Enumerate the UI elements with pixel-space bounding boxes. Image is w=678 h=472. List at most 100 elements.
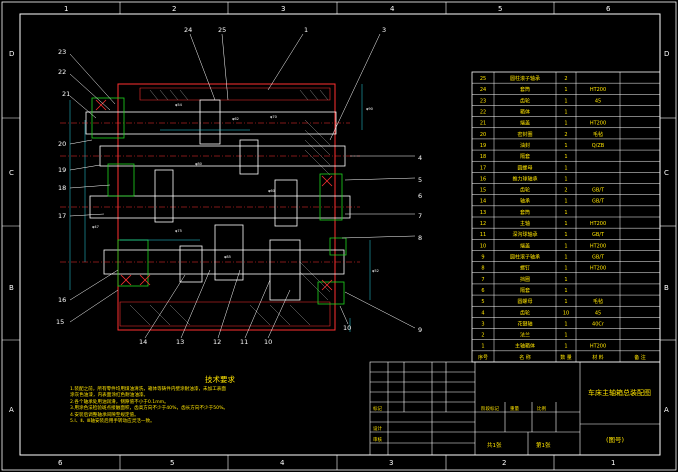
tech-note-line: 4.安装后调整轴承间隙至规定值。 bbox=[70, 412, 139, 418]
bom-cell-qty: 2 bbox=[564, 132, 567, 138]
grid-top-3: 3 bbox=[281, 5, 285, 13]
bom-cell-qty: 2 bbox=[564, 188, 567, 194]
leader-3: 3 bbox=[382, 26, 386, 34]
leader-6: 6 bbox=[418, 192, 422, 200]
dim-text-3: φ70 bbox=[270, 115, 278, 119]
leader-10b: 10 bbox=[343, 324, 351, 332]
bom-cell-qty: 1 bbox=[564, 98, 567, 104]
bom-cell-no: 20 bbox=[480, 132, 486, 138]
tech-note-line: 5.Ⅰ、Ⅱ、Ⅲ轴安装后用手转动应灵活一致。 bbox=[70, 419, 155, 425]
grid-top-6: 6 bbox=[606, 5, 611, 13]
dim-text-8: φ47 bbox=[92, 225, 99, 229]
bom-cell-material: GB/T bbox=[592, 188, 605, 194]
bom-cell-qty: 1 bbox=[564, 143, 567, 149]
tb-mark-label: 标记 bbox=[373, 405, 382, 412]
bom-cell-qty: 1 bbox=[564, 121, 567, 127]
bom-cell-qty: 1 bbox=[564, 288, 567, 294]
dim-text-10: φ90 bbox=[366, 107, 374, 111]
tb-sheet-current: 第1张 bbox=[536, 441, 551, 449]
dim-text-6: φ75 bbox=[175, 229, 182, 233]
leader-22: 22 bbox=[58, 68, 66, 76]
bom-cell-qty: 1 bbox=[564, 321, 567, 327]
leader-1: 1 bbox=[304, 26, 308, 34]
tb-stage-label: 阶段标记 bbox=[481, 405, 499, 412]
bom-cell-no: 3 bbox=[481, 321, 484, 327]
leader-12: 12 bbox=[213, 338, 221, 346]
tech-note-line: 3.用涂色法检验斑点接触面积，齿高方向不少于40%，齿长方向不少于50%。 bbox=[70, 406, 229, 412]
bom-cell-no: 23 bbox=[480, 98, 486, 104]
bom-cell-no: 24 bbox=[480, 87, 486, 93]
bom-cell-name: 圆柱滚子轴承 bbox=[510, 253, 540, 260]
bom-cell-qty: 1 bbox=[564, 344, 567, 350]
bom-cell-no: 11 bbox=[480, 232, 486, 238]
bom-cell-qty: 1 bbox=[564, 333, 567, 339]
technical-requirements: 技术要求 1.装配之前，所有零件均用煤油清洗，箱体等铸件内壁涂耐油漆，未加工表面… bbox=[70, 374, 370, 425]
bom-cell-name: 齿轮 bbox=[520, 309, 530, 316]
grid-right-d: D bbox=[664, 50, 669, 58]
tech-note-line: 涂灰色油漆，内表面涂红色耐油油漆。 bbox=[70, 393, 149, 399]
bom-cell-no: 22 bbox=[480, 109, 486, 115]
leader-21: 21 bbox=[62, 90, 70, 98]
bom-cell-material: 毛毡 bbox=[593, 298, 603, 305]
bom-cell-no: 15 bbox=[480, 188, 486, 194]
bom-cell-name: 箱体 bbox=[520, 108, 530, 115]
bom-cell-no: 16 bbox=[480, 176, 486, 182]
grid-right-a: A bbox=[664, 406, 669, 414]
bom-cell-qty: 1 bbox=[564, 154, 567, 160]
bom-cell-no: 13 bbox=[480, 210, 486, 216]
bom-cell-material: HT200 bbox=[590, 243, 606, 249]
bom-cell-no: 14 bbox=[480, 199, 486, 205]
tech-note-line: 1.装配之前，所有零件均用煤油清洗，箱体等铸件内壁涂耐油漆，未加工表面 bbox=[70, 387, 226, 392]
grid-top-5: 5 bbox=[498, 5, 502, 13]
leader-7: 7 bbox=[418, 212, 422, 220]
bom-cell-no: 7 bbox=[481, 277, 484, 283]
bom-cell-no: 5 bbox=[481, 299, 484, 305]
grid-left-b: B bbox=[9, 284, 14, 292]
assembly-drawing: φ54 φ62 φ70 φ80 φ60 φ75 φ85 φ47 φ52 φ90 bbox=[56, 26, 422, 346]
bom-cell-qty: 1 bbox=[564, 199, 567, 205]
grid-bottom-1: 1 bbox=[611, 459, 615, 467]
dim-text-7: φ85 bbox=[224, 255, 231, 259]
grid-right-c: C bbox=[664, 169, 669, 177]
bom-cell-no: 18 bbox=[480, 154, 486, 160]
bom-cell-no: 19 bbox=[480, 143, 486, 149]
leader-8: 8 bbox=[418, 234, 422, 242]
bom-cell-name: 圆螺母 bbox=[517, 164, 532, 171]
bom-cell-qty: 1 bbox=[564, 254, 567, 260]
bom-cell-qty: 1 bbox=[564, 243, 567, 249]
grid-bottom-5: 5 bbox=[170, 459, 174, 467]
bom-cell-no: 12 bbox=[480, 221, 486, 227]
bom-cell-name: 圆螺母 bbox=[517, 298, 532, 305]
tb-design-label: 设计 bbox=[373, 425, 382, 432]
bom-header-cell: 序号 bbox=[478, 354, 488, 361]
bom-cell-name: 主轴 bbox=[520, 220, 530, 227]
tb-sheet-total: 共1张 bbox=[487, 441, 502, 449]
bom-cell-material: HT200 bbox=[590, 87, 606, 93]
bom-cell-no: 2 bbox=[481, 333, 484, 339]
grid-left-a: A bbox=[9, 406, 14, 414]
bom-cell-name: 套筒 bbox=[520, 209, 530, 216]
bom-cell-qty: 1 bbox=[564, 299, 567, 305]
bom-cell-qty: 1 bbox=[564, 266, 567, 272]
bom-cell-no: 4 bbox=[481, 310, 484, 316]
bom-cell-name: 轴承 bbox=[520, 198, 530, 205]
bom-cell-material: 45 bbox=[595, 98, 601, 104]
bom-cell-qty: 1 bbox=[564, 210, 567, 216]
bom-cell-name: 挡圈 bbox=[520, 276, 530, 283]
leader-19: 19 bbox=[58, 166, 66, 174]
technical-requirements-title: 技术要求 bbox=[205, 375, 235, 384]
tb-main-title: 车床主轴箱总装配图 bbox=[588, 388, 651, 397]
grid-bottom-4: 4 bbox=[280, 459, 285, 467]
dim-text-9: φ52 bbox=[372, 269, 379, 273]
grid-bottom-6: 6 bbox=[58, 459, 63, 467]
bom-cell-material: Q/ZB bbox=[592, 143, 605, 149]
leader-5: 5 bbox=[418, 176, 422, 184]
bom-cell-name: 端盖 bbox=[520, 120, 530, 127]
bom-header-cell: 名 称 bbox=[519, 354, 531, 361]
bom-cell-no: 8 bbox=[481, 266, 484, 272]
bom-cell-name: 隔套 bbox=[520, 153, 530, 160]
bom-cell-no: 10 bbox=[480, 243, 486, 249]
